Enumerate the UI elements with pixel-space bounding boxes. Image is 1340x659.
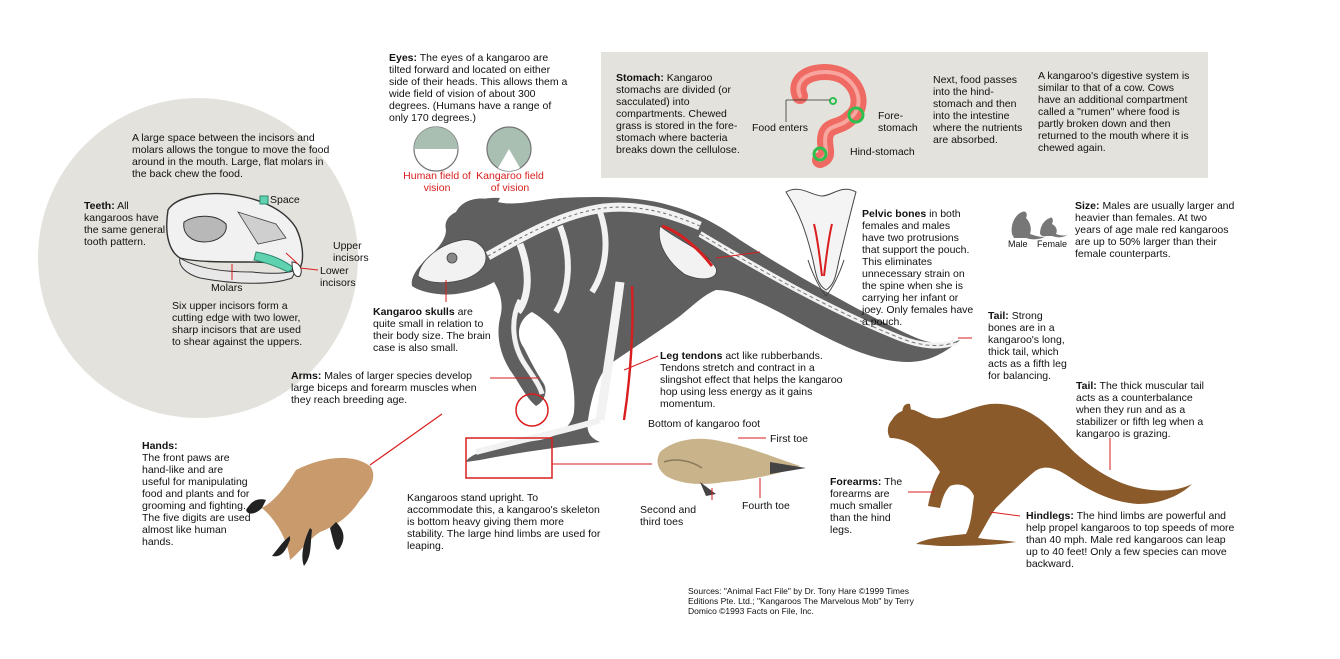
tail-muscular-body: The thick muscular tail acts as a counte…	[1076, 380, 1204, 440]
tendons-title: Leg tendons	[660, 350, 723, 362]
stomach-illustration	[790, 64, 867, 168]
teeth-body: All kangaroos have the same general toot…	[84, 200, 166, 248]
tail-strong-body: Strong bones are in a kangaroo's long, t…	[988, 310, 1067, 382]
eyes-title: Eyes:	[389, 52, 418, 64]
foot-illustration	[657, 438, 806, 496]
kangaroo-fov-diagram	[486, 126, 532, 172]
arms-body: Males of larger species develop large bi…	[291, 370, 477, 406]
fore-stomach-label: Fore-stomach	[878, 110, 918, 134]
space-label: Space	[270, 194, 300, 206]
eyes-body: The eyes of a kangaroo are tilted forwar…	[389, 52, 568, 124]
pelvic-body: in both females and males have two protr…	[862, 208, 974, 328]
hindlegs-title: Hindlegs:	[1026, 510, 1074, 522]
hind-stomach-label: Hind-stomach	[850, 146, 915, 158]
kangaroo-fov-label: Kangaroo field of vision	[476, 170, 544, 194]
pelvic-title: Pelvic bones	[862, 208, 927, 220]
stomach-body: Kangaroo stomachs are divided (or saccul…	[616, 72, 740, 156]
sources-text: Sources: "Animal Fact File" by Dr. Tony …	[688, 586, 914, 616]
hands-title: Hands:	[142, 440, 178, 452]
stomach-next-text: Next, food passes into the hind-stomach …	[933, 74, 1023, 146]
stomach-title: Stomach:	[616, 72, 664, 84]
tail-muscular-callout: Tail: The thick muscular tail acts as a …	[1076, 380, 1210, 440]
skeleton-bones	[417, 202, 958, 455]
tendons-callout: Leg tendons act like rubberbands. Tendon…	[660, 350, 856, 410]
hands-body: The front paws are hand-like and are use…	[142, 452, 251, 548]
hand-illustration	[246, 457, 374, 566]
arms-callout: Arms: Males of larger species develop la…	[291, 370, 491, 406]
forearms-title: Forearms:	[830, 476, 882, 488]
food-enters-label: Food enters	[752, 122, 809, 134]
tail-strong-callout: Tail: Strong bones are in a kangaroo's l…	[988, 310, 1072, 382]
skeleton-kangaroo-silhouette	[411, 196, 960, 463]
size-title: Size:	[1075, 200, 1100, 212]
fourth-toe-label: Fourth toe	[742, 500, 790, 512]
pelvic-callout: Pelvic bones in both females and males h…	[862, 208, 974, 328]
eyes-callout: Eyes: The eyes of a kangaroo are tilted …	[389, 52, 571, 124]
male-label: Male	[1008, 239, 1028, 249]
teeth-callout: Teeth: All kangaroos have the same gener…	[84, 200, 166, 248]
size-silhouettes	[1011, 211, 1068, 240]
teeth-note: Six upper incisors form a cutting edge w…	[172, 300, 303, 348]
forearms-callout: Forearms: The forearms are much smaller …	[830, 476, 912, 536]
size-body: Males are usually larger and heavier tha…	[1075, 200, 1235, 260]
leader-lines	[231, 251, 1111, 517]
hand-highlight-circle	[515, 393, 549, 427]
first-toe-label: First toe	[770, 433, 808, 445]
hindlegs-body: The hind limbs are powerful and help pro…	[1026, 510, 1235, 570]
tendons-body: act like rubberbands. Tendons stretch an…	[660, 350, 843, 410]
pelvis-illustration	[785, 188, 857, 297]
stomach-rumen-text: A kangaroo's digestive system is similar…	[1038, 70, 1190, 154]
arms-title: Arms:	[291, 370, 322, 382]
human-fov-diagram	[413, 126, 459, 172]
second-third-toes-label: Second and third toes	[640, 504, 697, 528]
skull-title: Kangaroo skulls	[373, 306, 455, 318]
teeth-intro: A large space between the incisors and m…	[132, 132, 330, 180]
lower-incisors-label: Lower incisors	[320, 265, 356, 289]
forearms-body: The forearms are much smaller than the h…	[830, 476, 903, 536]
teeth-title: Teeth:	[84, 200, 115, 212]
upper-incisors-label: Upper incisors	[333, 240, 369, 264]
skull-illustration	[166, 193, 304, 284]
foot-highlight-box	[465, 437, 553, 479]
foot-title: Bottom of kangaroo foot	[648, 418, 761, 430]
skull-body: are quite small in relation to their bod…	[373, 306, 491, 354]
stomach-callout: Stomach: Kangaroo stomachs are divided (…	[616, 72, 750, 156]
female-label: Female	[1037, 239, 1068, 249]
hands-callout: Hands: The front paws are hand-like and …	[142, 440, 254, 548]
size-callout: Size: Males are usually larger and heavi…	[1075, 200, 1235, 260]
molars-label: Molars	[211, 282, 243, 294]
stomach-panel	[601, 52, 1208, 178]
upright-text: Kangaroos stand upright. To accommodate …	[407, 492, 601, 552]
human-fov-label: Human field of vision	[403, 170, 471, 194]
skull-callout: Kangaroo skulls are quite small in relat…	[373, 306, 491, 354]
tail-strong-title: Tail:	[988, 310, 1009, 322]
running-kangaroo-illustration	[887, 403, 1192, 546]
hindlegs-callout: Hindlegs: The hind limbs are powerful an…	[1026, 510, 1236, 570]
tail-muscular-title: Tail:	[1076, 380, 1097, 392]
